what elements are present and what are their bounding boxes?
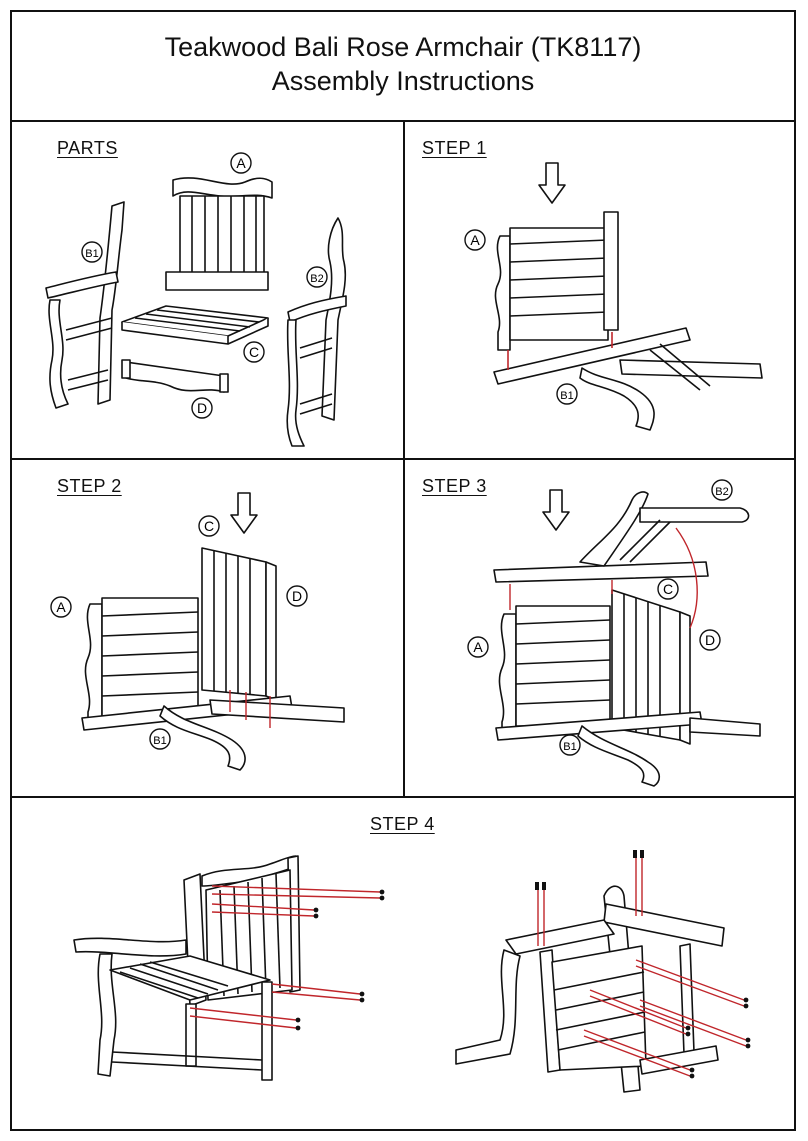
down-arrow-icon: [542, 489, 570, 531]
svg-text:A: A: [470, 232, 480, 248]
callout-parts-a: A: [230, 152, 252, 174]
callout-parts-c: C: [243, 341, 265, 363]
document-title: Teakwood Bali Rose Armchair (TK8117) Ass…: [12, 30, 794, 98]
step-1-alignment-lines: [507, 332, 613, 370]
step-3-seat: [611, 589, 691, 745]
step-3-side-frame-b2: [493, 491, 750, 583]
step-4-chair-front-view: [455, 885, 725, 1093]
part-b2-right-side: [286, 217, 347, 447]
step-1-side-frame: [493, 327, 763, 431]
svg-text:B2: B2: [715, 486, 728, 498]
callout-parts-b1: B1: [81, 241, 103, 263]
title-line-1: Teakwood Bali Rose Armchair (TK8117): [164, 32, 642, 62]
svg-text:B1: B1: [153, 735, 166, 747]
step-4-chair-rear-view: [73, 855, 301, 1081]
callout-parts-d: D: [191, 397, 213, 419]
divider-column: [403, 120, 405, 796]
svg-text:B2: B2: [310, 273, 323, 285]
title-line-2: Assembly Instructions: [271, 66, 535, 96]
section-label-parts: PARTS: [57, 138, 118, 158]
step-3-illustration: [493, 489, 761, 787]
step-2-illustration: [81, 492, 345, 771]
parts-illustration: [45, 177, 347, 447]
svg-text:A: A: [473, 639, 483, 655]
section-label-step-3: STEP 3: [422, 476, 487, 496]
section-label-step-4: STEP 4: [370, 814, 435, 834]
step-3-alignment-lines: [509, 527, 698, 629]
callout-step2-d: D: [286, 585, 308, 607]
screw-icon: [295, 889, 385, 1031]
step-4-bolt-lines-right: [537, 856, 747, 1077]
svg-text:A: A: [56, 599, 66, 615]
svg-text:C: C: [204, 518, 214, 534]
step-2-side-frame: [81, 695, 345, 771]
part-d-apron: [121, 359, 229, 393]
step-3-backrest: [498, 605, 611, 733]
callout-step3-b1: B1: [559, 734, 581, 756]
down-arrow-icon: [538, 162, 566, 204]
part-a-backrest: [165, 177, 273, 291]
callout-step1-a: A: [464, 229, 486, 251]
divider-row-2: [12, 796, 794, 798]
svg-text:D: D: [292, 588, 302, 604]
down-arrow-icon: [230, 492, 258, 534]
instruction-sheet: Teakwood Bali Rose Armchair (TK8117) Ass…: [10, 10, 796, 1131]
callout-step3-c: C: [657, 578, 679, 600]
section-label-step-1: STEP 1: [422, 138, 487, 158]
callout-step3-b2: B2: [711, 479, 733, 501]
part-b1-left-side: [45, 201, 125, 409]
svg-text:D: D: [705, 632, 715, 648]
step-4-illustration: [73, 850, 751, 1093]
callout-step3-d: D: [699, 629, 721, 651]
section-label-step-2: STEP 2: [57, 476, 122, 496]
callout-step2-a: A: [50, 596, 72, 618]
bolt-icon: [535, 850, 751, 1079]
callout-parts-b2: B2: [306, 266, 328, 288]
svg-text:B1: B1: [560, 390, 573, 402]
callout-step3-a: A: [467, 636, 489, 658]
svg-text:B1: B1: [85, 248, 98, 260]
step-1-backrest: [494, 211, 619, 351]
step-3-base-frame: [495, 711, 761, 787]
callout-step1-b1: B1: [556, 383, 578, 405]
svg-text:A: A: [236, 155, 246, 171]
callout-step2-b1: B1: [149, 728, 171, 750]
step-2-seat: [201, 547, 277, 701]
callout-step2-c: C: [198, 515, 220, 537]
part-callouts: A B1 B2 C D A B1 C A D B1 B2 C A D B1: [50, 152, 733, 756]
step-2-alignment-lines: [229, 690, 271, 728]
svg-text:B1: B1: [563, 741, 576, 753]
svg-text:C: C: [249, 344, 259, 360]
part-c-seat: [121, 305, 269, 345]
svg-text:C: C: [663, 581, 673, 597]
step-2-backrest: [84, 597, 199, 725]
svg-text:D: D: [197, 400, 207, 416]
step-4-bolt-lines-left: [189, 885, 381, 1029]
step-1-illustration: [493, 162, 763, 431]
